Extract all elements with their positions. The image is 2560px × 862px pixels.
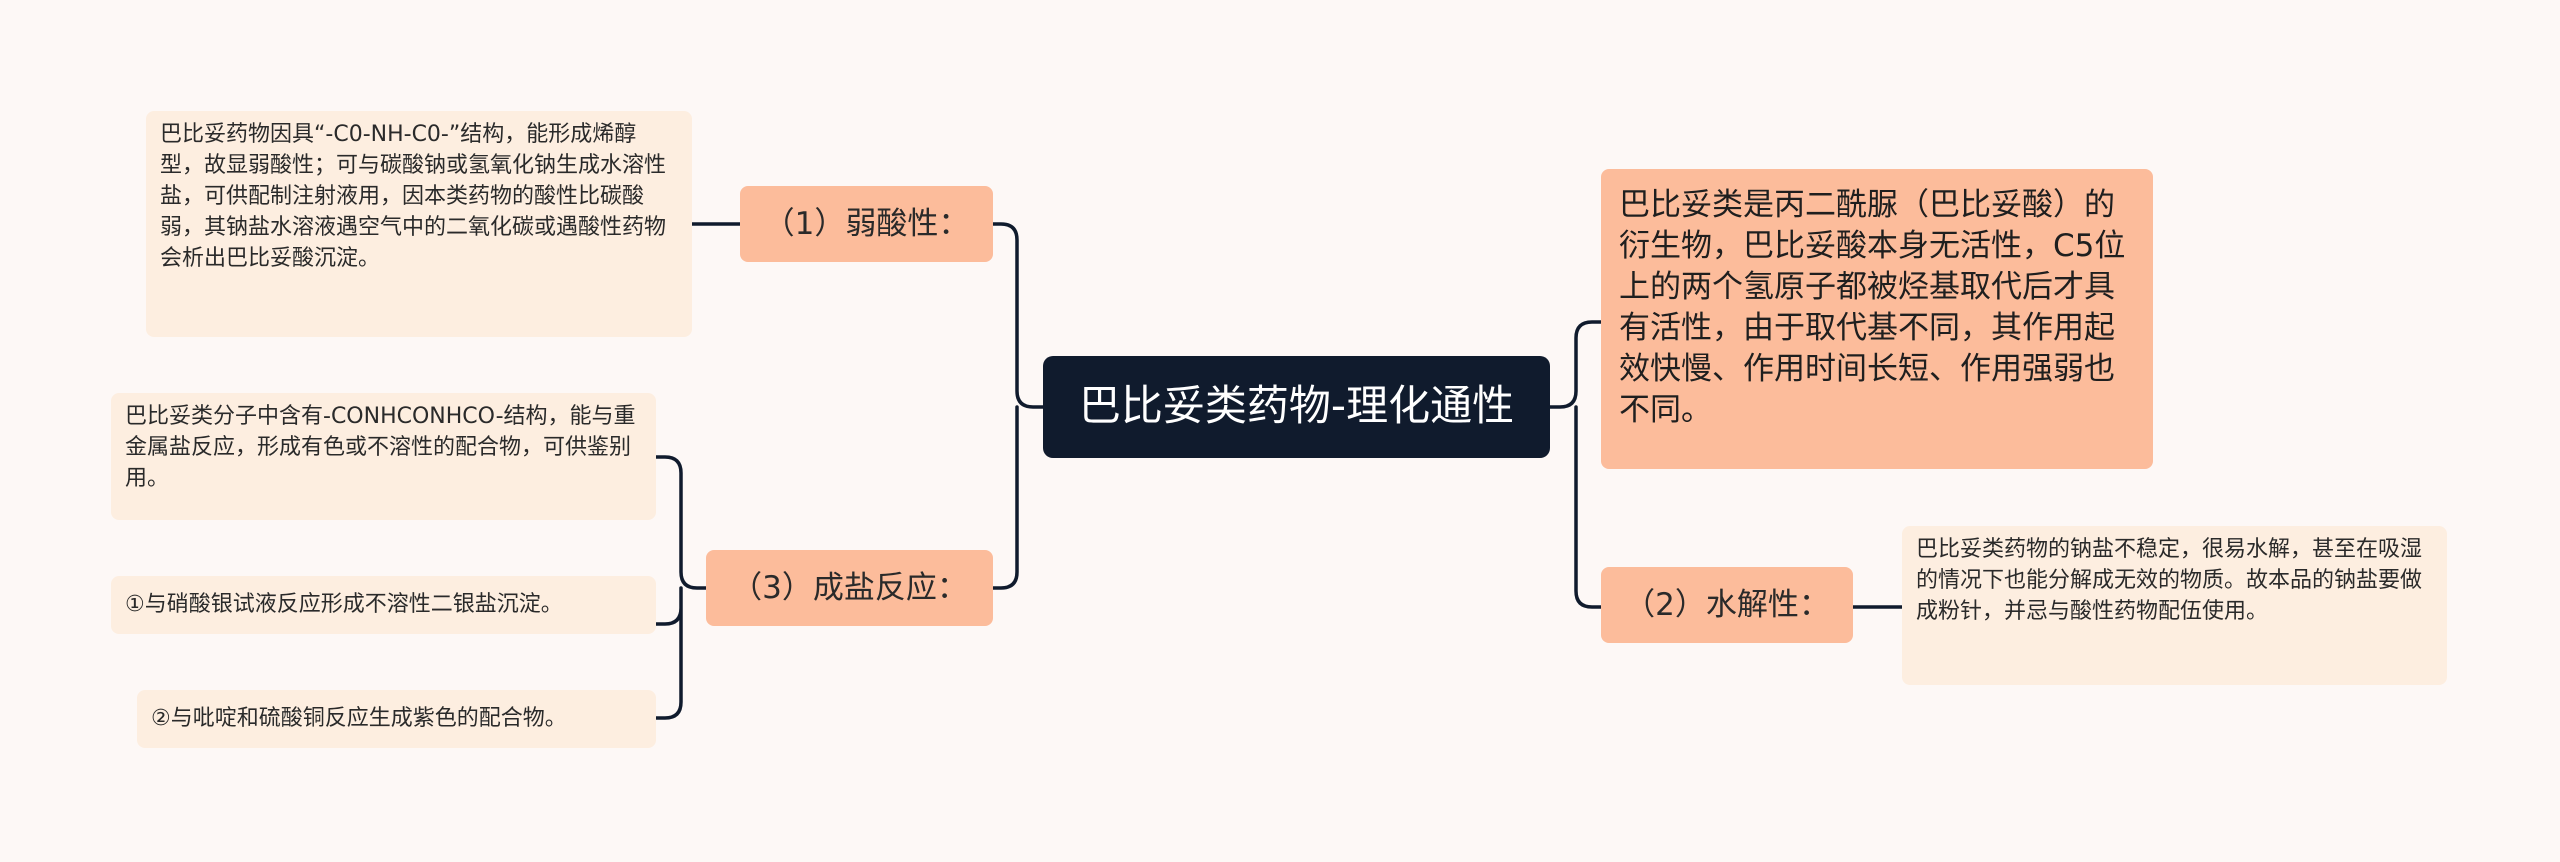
note-hydrolysis[interactable]: 巴比妥类药物的钠盐不稳定，很易水解，甚至在吸湿的情况下也能分解成无效的物质。故本… xyxy=(1902,526,2447,685)
root-topic-label: 巴比妥类药物-理化通性 xyxy=(1078,381,1515,430)
note-hydrolysis-text: 巴比妥类药物的钠盐不稳定，很易水解，甚至在吸湿的情况下也能分解成无效的物质。故本… xyxy=(1916,537,2423,624)
note-weak-acid-text: 巴比妥药物因具“-C0-NH-C0-”结构，能形成烯醇型，故显弱酸性；可与碳酸钠… xyxy=(160,122,667,271)
note-weak-acid[interactable]: 巴比妥药物因具“-C0-NH-C0-”结构，能形成烯醇型，故显弱酸性；可与碳酸钠… xyxy=(146,111,692,337)
branch-salt-reaction-label: （3）成盐反应： xyxy=(731,570,968,606)
root-topic[interactable]: 巴比妥类药物-理化通性 xyxy=(1043,356,1550,458)
branch-hydrolysis-label: （2）水解性： xyxy=(1624,587,1830,623)
note-salt-silver-text: ①与硝酸银试液反应形成不溶性二银盐沉淀。 xyxy=(125,592,563,617)
connector-root-right xyxy=(1548,320,1603,609)
note-salt-copper-text: ②与吡啶和硫酸铜反应生成紫色的配合物。 xyxy=(151,706,567,731)
branch-weak-acid[interactable]: （1）弱酸性： xyxy=(740,186,993,262)
branch-weak-acid-label: （1）弱酸性： xyxy=(763,206,970,242)
branch-salt-reaction[interactable]: （3）成盐反应： xyxy=(706,550,993,626)
connector-salt-notes xyxy=(654,455,708,720)
branch-overview[interactable]: 巴比妥类是丙二酰脲（巴比妥酸）的衍生物，巴比妥酸本身无活性，C5位上的两个氢原子… xyxy=(1601,169,2153,469)
connector-root-left xyxy=(991,222,1045,590)
note-salt-general-text: 巴比妥类分子中含有-CONHCONHCO-结构，能与重金属盐反应，形成有色或不溶… xyxy=(125,404,636,491)
note-salt-copper[interactable]: ②与吡啶和硫酸铜反应生成紫色的配合物。 xyxy=(137,690,656,748)
note-salt-silver[interactable]: ①与硝酸银试液反应形成不溶性二银盐沉淀。 xyxy=(111,576,656,634)
note-salt-general[interactable]: 巴比妥类分子中含有-CONHCONHCO-结构，能与重金属盐反应，形成有色或不溶… xyxy=(111,393,656,520)
branch-overview-text: 巴比妥类是丙二酰脲（巴比妥酸）的衍生物，巴比妥酸本身无活性，C5位上的两个氢原子… xyxy=(1619,187,2126,428)
branch-hydrolysis[interactable]: （2）水解性： xyxy=(1601,567,1853,643)
